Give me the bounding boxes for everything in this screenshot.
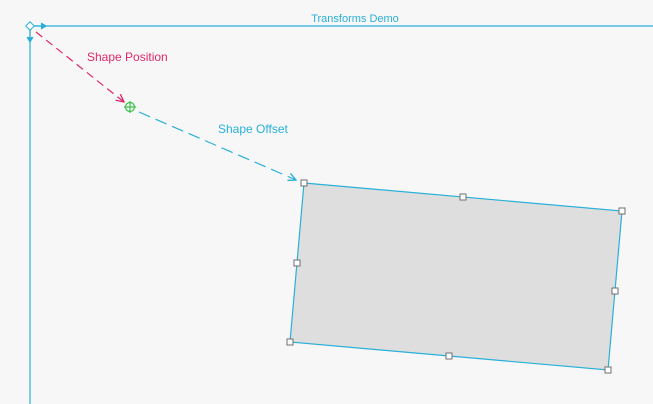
rectangle-shape[interactable] (289, 182, 623, 371)
handle-top-middle[interactable] (459, 193, 467, 201)
handle-top-left[interactable] (300, 179, 308, 187)
shape-position-arrow (35, 31, 124, 102)
frame-axes (29, 25, 653, 404)
shape-offset-arrow (138, 111, 296, 180)
handle-bottom-middle[interactable] (445, 352, 453, 360)
handle-bottom-left[interactable] (286, 338, 294, 346)
selection-handles (286, 179, 626, 374)
shape-position-label: Shape Position (87, 50, 168, 64)
axis-arrows-icon (25, 21, 48, 44)
shape-offset-label: Shape Offset (218, 122, 288, 136)
handle-middle-right[interactable] (611, 287, 619, 295)
crosshair-circle-icon[interactable] (124, 101, 136, 113)
handle-top-right[interactable] (618, 207, 626, 215)
handle-middle-left[interactable] (293, 259, 301, 267)
handle-bottom-right[interactable] (604, 366, 612, 374)
frame-title: Transforms Demo (311, 13, 399, 25)
